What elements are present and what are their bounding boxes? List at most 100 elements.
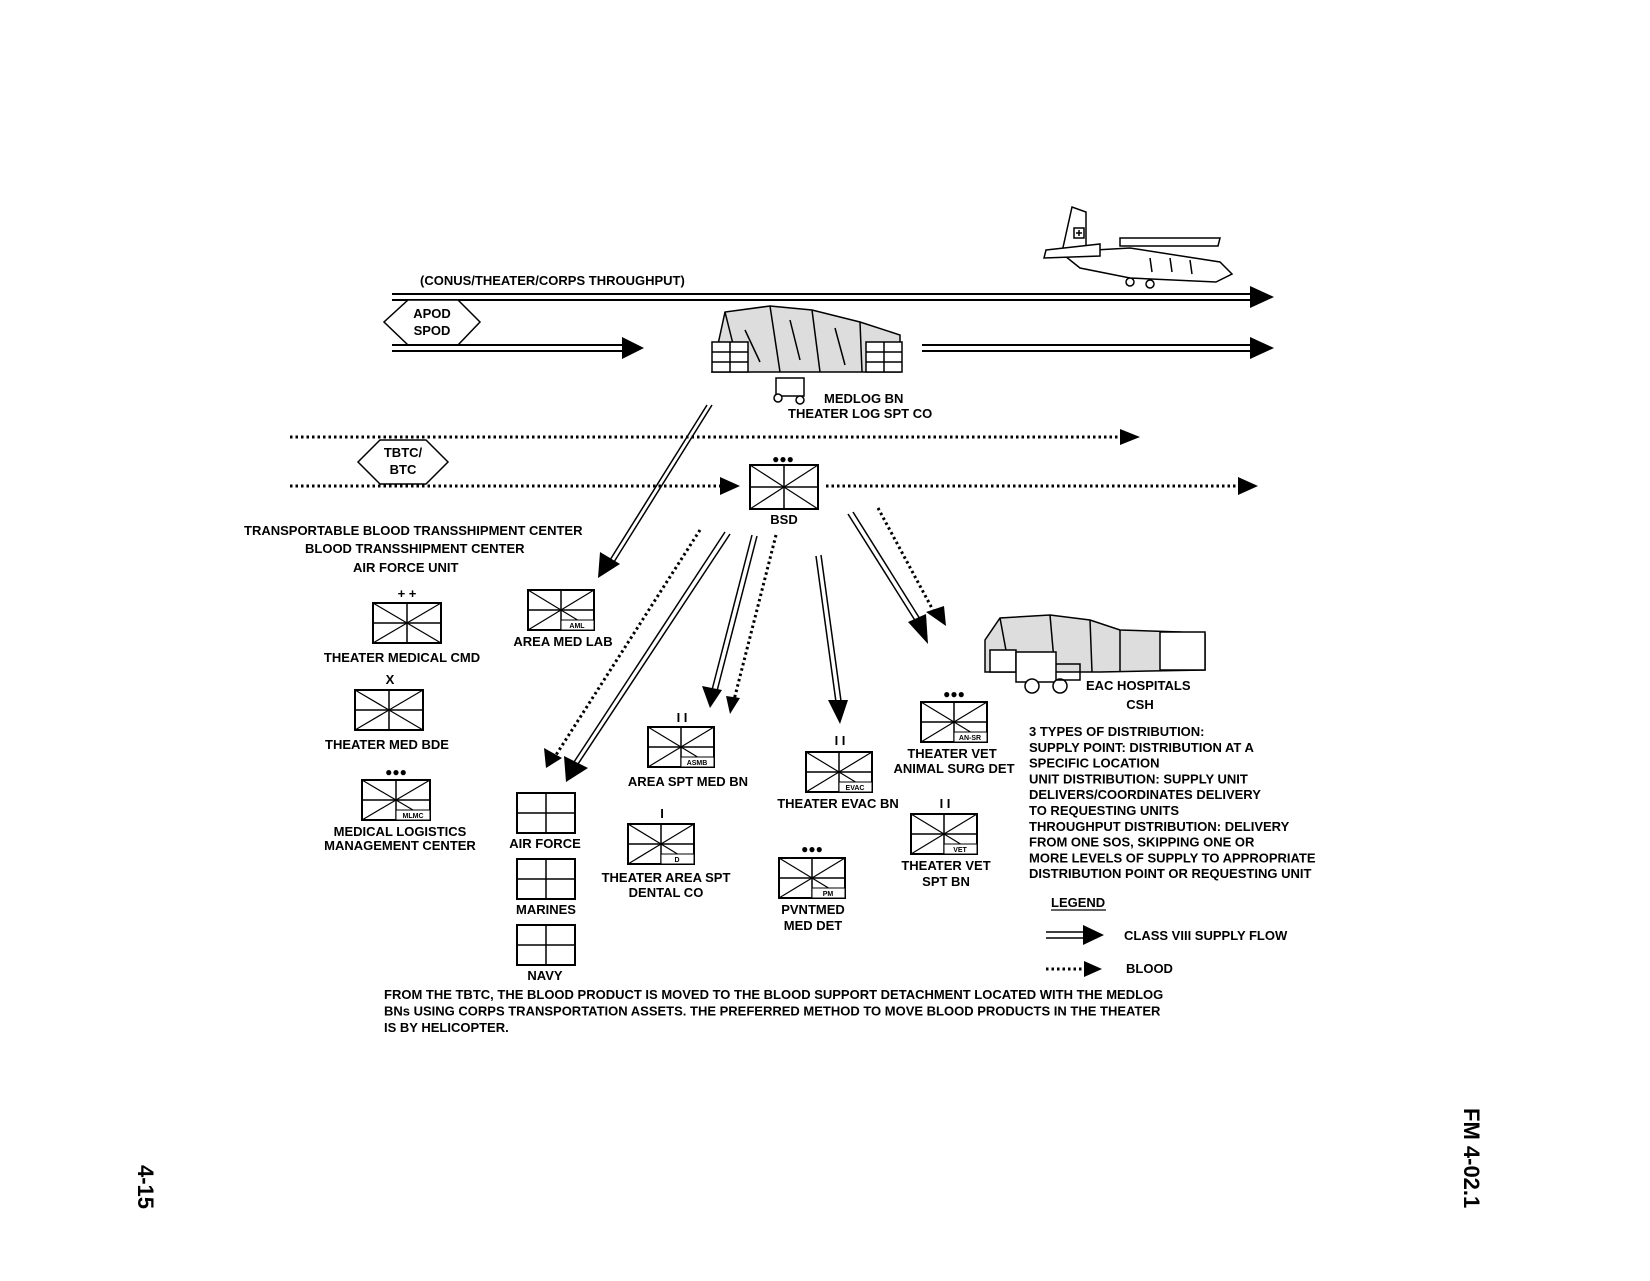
distribution-line-6: THROUGHPUT DISTRIBUTION: DELIVERY xyxy=(1029,819,1290,834)
distribution-line-1: SUPPLY POINT: DISTRIBUTION AT A xyxy=(1029,740,1254,755)
apod-label: APOD xyxy=(413,306,451,321)
btc-label: BTC xyxy=(390,462,417,477)
throughput-double-arrow xyxy=(392,286,1274,308)
marines-label: MARINES xyxy=(516,902,576,917)
class8-arrow-to-left xyxy=(598,404,713,578)
navy-label: NAVY xyxy=(527,968,562,983)
dental-label-line2: DENTAL CO xyxy=(629,885,704,900)
air-force-label: AIR FORCE xyxy=(509,836,581,851)
pvntmed-symbol: ●●● PM xyxy=(778,842,846,899)
distribution-line-9: DISTRIBUTION POINT OR REQUESTING UNIT xyxy=(1029,866,1311,881)
theater-med-bde-symbol: X xyxy=(354,672,424,731)
pvntmed-tag: PM xyxy=(823,891,834,898)
legend-blood-label: BLOOD xyxy=(1126,961,1173,976)
evac-echelon: I I xyxy=(835,733,846,748)
class8-flow-from-medlog xyxy=(922,337,1274,359)
blood-arrow-to-airforce xyxy=(544,529,702,768)
vet-surg-echelon: ●●● xyxy=(943,687,965,701)
pvntmed-label-line1: PVNTMED xyxy=(781,902,845,917)
theater-medical-cmd-symbol: + + xyxy=(372,586,442,644)
asmb-echelon: I I xyxy=(677,710,688,725)
note-line-2: IS BY HELICOPTER. xyxy=(384,1020,509,1035)
vet-surg-tag: AN-SR xyxy=(959,735,981,742)
theater-medical-cmd-label: THEATER MEDICAL CMD xyxy=(324,650,480,665)
mlmc-symbol: ●●● MLMC xyxy=(361,765,431,821)
btc-full-label: BLOOD TRANSSHIPMENT CENTER xyxy=(305,541,525,556)
distribution-line-7: FROM ONE SOS, SKIPPING ONE OR xyxy=(1029,835,1255,850)
navy-symbol xyxy=(516,924,576,966)
tbtc-full-label: TRANSPORTABLE BLOOD TRANSSHIPMENT CENTER xyxy=(244,523,583,538)
tbtc-label: TBTC/ xyxy=(384,445,423,460)
pvntmed-label-line2: MED DET xyxy=(784,918,843,933)
vet-spt-label-line2: SPT BN xyxy=(922,874,970,889)
bde-echelon: X xyxy=(386,672,395,687)
fm-number: FM 4-02.1 xyxy=(1459,1108,1484,1209)
legend-blood-swatch xyxy=(1046,961,1102,977)
dental-echelon: I xyxy=(660,806,664,821)
vet-spt-bn-symbol: I I VET xyxy=(910,796,978,855)
asmb-tag: ASMB xyxy=(687,760,708,767)
pvntmed-echelon: ●●● xyxy=(801,842,823,856)
distribution-line-5: TO REQUESTING UNITS xyxy=(1029,803,1179,818)
vet-spt-tag: VET xyxy=(953,847,967,854)
blood-arrow-to-hospitals xyxy=(876,507,946,626)
dental-tag: D xyxy=(674,857,679,864)
bsd-echelon: ●●● xyxy=(772,452,794,466)
theater-evac-bn-label: THEATER EVAC BN xyxy=(777,796,899,811)
legend-class8-label: CLASS VIII SUPPLY FLOW xyxy=(1124,928,1288,943)
aml-tag: AML xyxy=(569,623,585,630)
area-med-lab-label: AREA MED LAB xyxy=(513,634,612,649)
bsd-label: BSD xyxy=(770,512,797,527)
theater-med-bde-label: THEATER MED BDE xyxy=(325,737,449,752)
class8-flow-to-medlog xyxy=(392,337,644,359)
apod-spod-hexagon: APOD SPOD xyxy=(382,299,482,346)
blood-flow-top xyxy=(290,429,1140,445)
asmb-symbol: I I ASMB xyxy=(647,710,715,768)
mlmc-label-line1: MEDICAL LOGISTICS xyxy=(334,824,467,839)
area-med-lab-symbol: AML xyxy=(527,589,595,631)
bottom-note: FROM THE TBTC, THE BLOOD PRODUCT IS MOVE… xyxy=(384,987,1163,1035)
distribution-line-0: 3 TYPES OF DISTRIBUTION: xyxy=(1029,724,1205,739)
tbtc-btc-hexagon: TBTC/ BTC xyxy=(356,439,450,485)
vet-surg-label-line1: THEATER VET xyxy=(907,746,996,761)
dental-label-line1: THEATER AREA SPT xyxy=(602,870,731,885)
distribution-line-4: DELIVERS/COORDINATES DELIVERY xyxy=(1029,787,1261,802)
mlmc-tag: MLMC xyxy=(403,813,424,820)
page-number: 4-15 xyxy=(133,1165,158,1210)
class8-arrow-to-evac xyxy=(815,554,848,724)
vet-surg-det-symbol: ●●● AN-SR xyxy=(920,687,988,743)
dental-co-symbol: I D xyxy=(627,806,695,865)
evac-bn-symbol: I I EVAC xyxy=(805,733,873,793)
legend-title: LEGEND xyxy=(1051,895,1105,910)
medlog-tent-icon xyxy=(711,305,903,405)
blood-arrow-to-asmb xyxy=(726,534,778,714)
air-force-unit-label: AIR FORCE UNIT xyxy=(353,560,459,575)
hospital-tent-icon xyxy=(984,614,1206,694)
vet-spt-label-line1: THEATER VET xyxy=(901,858,990,873)
note-line-1: BNs USING CORPS TRANSPORTATION ASSETS. T… xyxy=(384,1004,1161,1019)
area-spt-med-bn-label: AREA SPT MED BN xyxy=(628,774,748,789)
class8-arrow-to-asmb xyxy=(702,534,758,708)
distribution-line-2: SPECIFIC LOCATION xyxy=(1029,756,1159,771)
cmd-echelon: + + xyxy=(398,586,417,601)
left-margin-label: 4-15 xyxy=(132,1165,158,1209)
marines-symbol xyxy=(516,858,576,900)
distribution-line-3: UNIT DISTRIBUTION: SUPPLY UNIT xyxy=(1029,771,1248,786)
airplane-icon xyxy=(1043,206,1234,289)
distribution-line-8: MORE LEVELS OF SUPPLY TO APPROPRIATE xyxy=(1029,850,1316,865)
note-line-0: FROM THE TBTC, THE BLOOD PRODUCT IS MOVE… xyxy=(384,987,1163,1002)
blood-flow-from-bsd xyxy=(826,477,1258,495)
evac-tag: EVAC xyxy=(846,785,865,792)
blood-flow-to-bsd xyxy=(290,477,740,495)
distribution-notes: 3 TYPES OF DISTRIBUTION:SUPPLY POINT: DI… xyxy=(1029,724,1316,881)
csh-label: CSH xyxy=(1126,697,1153,712)
mlmc-label-line2: MANAGEMENT CENTER xyxy=(324,838,476,853)
eac-hospitals-label: EAC HOSPITALS xyxy=(1086,678,1191,693)
bsd-unit-symbol: ●●● xyxy=(749,452,819,510)
class8-arrow-to-airforce xyxy=(564,531,731,782)
class8-arrow-to-hospitals xyxy=(847,511,928,644)
vet-surg-label-line2: ANIMAL SURG DET xyxy=(893,761,1014,776)
vet-spt-echelon: I I xyxy=(940,796,951,811)
